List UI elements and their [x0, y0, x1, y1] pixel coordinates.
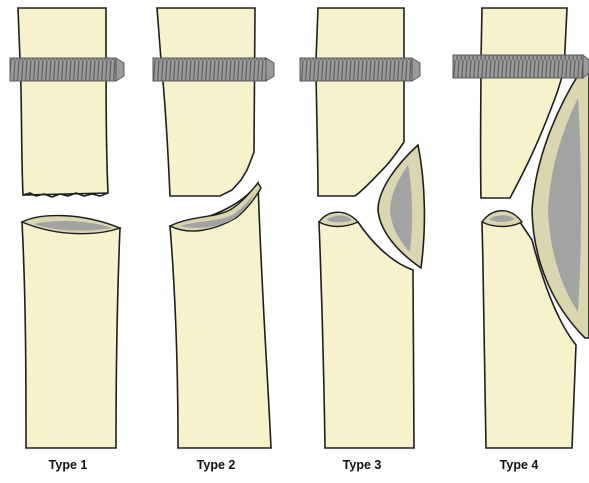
bone-screw: [300, 58, 420, 81]
screw-thread: [10, 58, 116, 81]
lower-bone-segment: [22, 222, 120, 448]
screw-tip: [116, 58, 124, 81]
upper-bone-segment: [316, 8, 404, 196]
screw-thread: [453, 55, 583, 78]
type-3-label: Type 3: [302, 458, 422, 472]
type-2-label: Type 2: [156, 458, 276, 472]
bone-screw: [153, 58, 274, 81]
lower-bone-segment: [319, 222, 414, 448]
type-3-panel: [300, 8, 424, 448]
screw-tip: [266, 58, 274, 81]
type-2-panel: [153, 8, 274, 448]
type-1-label: Type 1: [8, 458, 128, 472]
upper-bone-segment: [157, 8, 255, 196]
screw-thread: [153, 58, 266, 81]
type-4-label: Type 4: [459, 458, 579, 472]
type-4-panel: [453, 8, 589, 448]
screw-tip: [412, 58, 420, 81]
upper-bone-segment: [18, 8, 108, 195]
bone-screw: [453, 55, 589, 78]
bone-screw: [10, 58, 124, 81]
screw-thread: [300, 58, 412, 81]
type-1-panel: [10, 8, 124, 448]
